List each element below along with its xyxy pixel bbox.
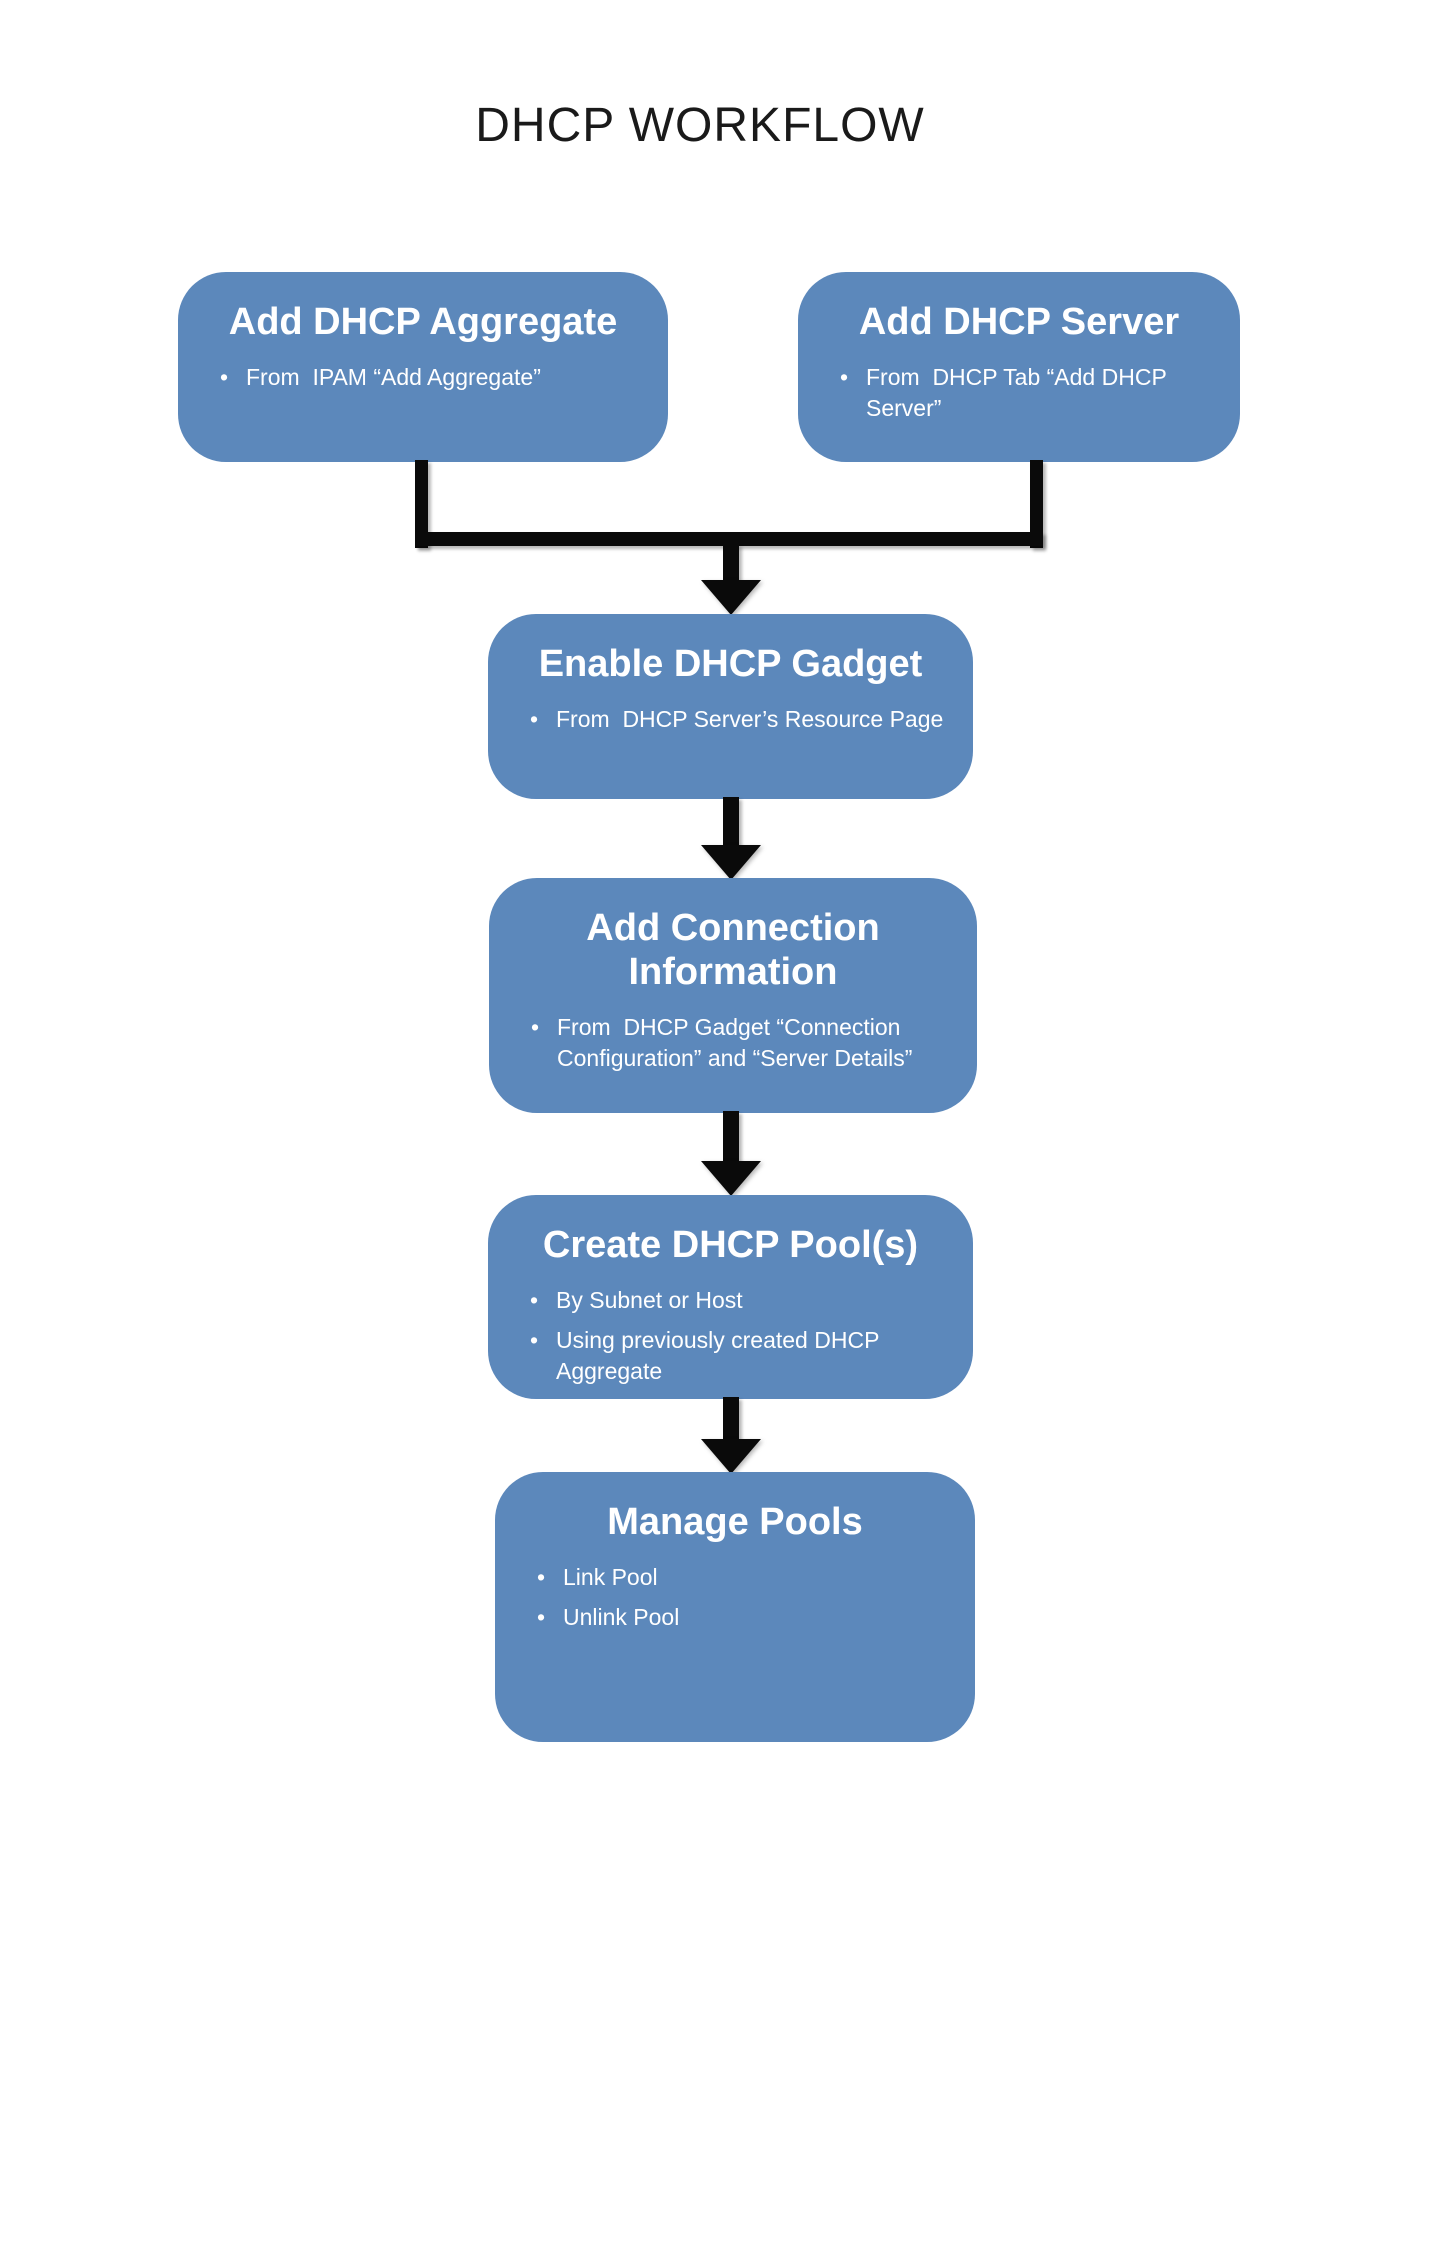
flow-box-enable-dhcp-gadget: Enable DHCP Gadget From DHCP Server’s Re…: [488, 614, 973, 799]
box-bullet: From IPAM “Add Aggregate”: [212, 362, 652, 393]
page-title: DHCP WORKFLOW: [475, 99, 925, 152]
box-bullet: From DHCP Server’s Resource Page: [522, 704, 957, 735]
box-bullet: From DHCP Tab “Add DHCP Server”: [832, 362, 1224, 424]
box-bullet: Link Pool: [529, 1562, 959, 1593]
arrowhead-down-icon: [701, 845, 761, 880]
box-bullet-list: From DHCP Gadget “Connection Configurati…: [489, 1012, 977, 1074]
flow-box-create-dhcp-pools: Create DHCP Pool(s) By Subnet or Host Us…: [488, 1195, 973, 1399]
box-bullet: By Subnet or Host: [522, 1285, 957, 1316]
box-bullet-list: By Subnet or Host Using previously creat…: [488, 1285, 973, 1386]
arrowhead-down-icon: [701, 1161, 761, 1196]
flow-box-add-dhcp-aggregate: Add DHCP Aggregate From IPAM “Add Aggreg…: [178, 272, 668, 462]
box-title: Add DHCP Aggregate: [228, 301, 618, 343]
arrow-stem: [723, 1397, 739, 1441]
box-title: Manage Pools: [607, 1501, 863, 1543]
box-bullet-list: Link Pool Unlink Pool: [495, 1562, 975, 1633]
arrow-stem: [723, 544, 739, 582]
box-title: Enable DHCP Gadget: [538, 643, 923, 685]
box-bullet-list: From DHCP Tab “Add DHCP Server”: [798, 362, 1240, 424]
box-bullet-list: From IPAM “Add Aggregate”: [178, 362, 668, 393]
connector-line-right: [1030, 460, 1043, 548]
arrowhead-down-icon: [701, 580, 761, 615]
box-bullet-list: From DHCP Server’s Resource Page: [488, 704, 973, 735]
box-bullet: Using previously created DHCP Aggregate: [522, 1325, 957, 1387]
connector-line-left: [415, 460, 428, 548]
arrow-stem: [723, 1111, 739, 1163]
box-bullet: From DHCP Gadget “Connection Configurati…: [523, 1012, 961, 1074]
flow-box-add-connection-information: Add Connection Information From DHCP Gad…: [489, 878, 977, 1113]
box-title: Add Connection Information: [586, 907, 880, 994]
arrow-stem: [723, 797, 739, 847]
box-title: Create DHCP Pool(s): [542, 1224, 919, 1266]
box-title: Add DHCP Server: [858, 301, 1180, 343]
flow-box-add-dhcp-server: Add DHCP Server From DHCP Tab “Add DHCP …: [798, 272, 1240, 462]
arrowhead-down-icon: [701, 1439, 761, 1474]
flow-box-manage-pools: Manage Pools Link Pool Unlink Pool: [495, 1472, 975, 1742]
box-bullet: Unlink Pool: [529, 1602, 959, 1633]
connector-merge-bar: [415, 532, 1043, 546]
